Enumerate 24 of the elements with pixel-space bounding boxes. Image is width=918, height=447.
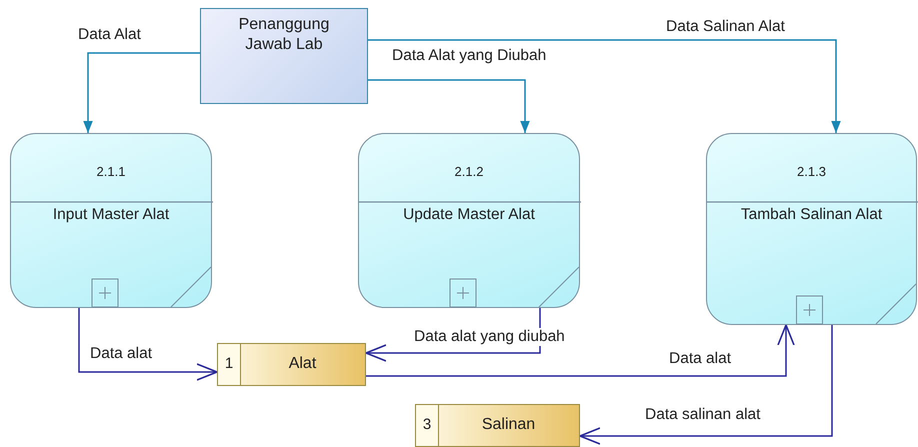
process-box (706, 133, 917, 325)
process-box (358, 133, 580, 308)
arrow (78, 308, 218, 381)
process-number: 2.1.2 (454, 164, 484, 179)
process-name: Update Master Alat (402, 206, 536, 224)
arrow (83, 52, 200, 133)
data-store (415, 404, 580, 447)
process-name: Tambah Salinan Alat (740, 206, 884, 224)
process-number: 2.1.1 (96, 164, 126, 179)
entity-name: Penanggung Jawab Lab (238, 15, 330, 55)
arrow (579, 325, 833, 445)
arrow (365, 308, 541, 362)
external-entity-box (200, 8, 368, 104)
arrow (366, 324, 795, 377)
edge-label: Data Alat yang Diubah (390, 47, 548, 65)
store-name: Alat (288, 354, 318, 374)
process-box (10, 133, 212, 308)
arrow (368, 39, 841, 133)
data-store (217, 343, 366, 386)
edge-label: Data alat yang diubah (412, 328, 567, 346)
process-name: Input Master Alat (52, 206, 170, 224)
store-name: Salinan (480, 415, 536, 435)
arrow (368, 79, 530, 133)
process-number: 2.1.3 (796, 164, 827, 179)
